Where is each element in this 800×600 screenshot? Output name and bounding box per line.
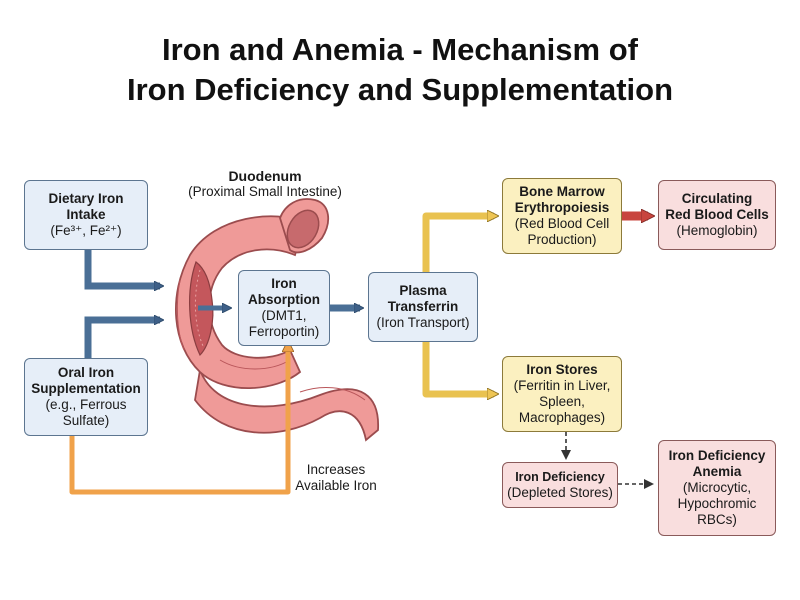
transferrin-title-2: Transferrin bbox=[387, 299, 459, 314]
diagram-title: Iron and Anemia - Mechanism of Iron Defi… bbox=[0, 30, 800, 110]
bone-marrow-erythropoiesis-box: Bone Marrow Erythropoiesis (Red Blood Ce… bbox=[502, 178, 622, 254]
absorption-title-2: Absorption bbox=[248, 292, 320, 307]
duodenum-label: Duodenum (Proximal Small Intestine) bbox=[170, 168, 360, 200]
absorption-detail-2: Ferroportin) bbox=[248, 324, 320, 339]
iron-stores-box: Iron Stores (Ferritin in Liver, Spleen, … bbox=[502, 356, 622, 432]
iron-absorption-box: Iron Absorption (DMT1, Ferroportin) bbox=[238, 270, 330, 346]
anemia-title-1: Iron Deficiency bbox=[668, 448, 766, 463]
absorption-title-1: Iron bbox=[271, 276, 297, 291]
plasma-transferrin-box: Plasma Transferrin (Iron Transport) bbox=[368, 272, 478, 342]
oral-detail-1: (e.g., Ferrous bbox=[45, 397, 127, 412]
dietary-iron-intake-box: Dietary Iron Intake (Fe³⁺, Fe²⁺) bbox=[24, 180, 148, 250]
dietary-title-1: Dietary Iron bbox=[48, 191, 124, 206]
circulating-rbc-box: Circulating Red Blood Cells (Hemoglobin) bbox=[658, 180, 776, 250]
annotation-line-2: Available Iron bbox=[295, 478, 377, 493]
anemia-detail-3: RBCs) bbox=[697, 512, 737, 527]
bone-marrow-detail-1: (Red Blood Cell bbox=[514, 216, 610, 231]
oral-title-1: Oral Iron bbox=[57, 365, 115, 380]
stores-detail-3: Macrophages) bbox=[518, 410, 606, 425]
deficiency-title: Iron Deficiency bbox=[515, 470, 605, 484]
arrow-dietary-to-duodenum bbox=[84, 250, 160, 286]
title-line-1: Iron and Anemia - Mechanism of bbox=[162, 32, 638, 67]
dietary-title-2: Intake bbox=[66, 207, 106, 222]
annotation-line-1: Increases bbox=[306, 462, 366, 477]
transferrin-title-1: Plasma bbox=[399, 283, 447, 298]
arrow-supplement-increases-iron bbox=[69, 346, 288, 495]
arrow-transferrin-to-stores bbox=[422, 342, 494, 394]
oral-iron-supplementation-box: Oral Iron Supplementation (e.g., Ferrous… bbox=[24, 358, 148, 436]
iron-deficiency-anemia-box: Iron Deficiency Anemia (Microcytic, Hypo… bbox=[658, 440, 776, 536]
anemia-title-2: Anemia bbox=[692, 464, 742, 479]
anemia-detail-2: Hypochromic bbox=[677, 496, 757, 511]
duodenum-title: Duodenum bbox=[228, 168, 302, 184]
bone-marrow-title-1: Bone Marrow bbox=[519, 184, 605, 199]
deficiency-detail: (Depleted Stores) bbox=[507, 485, 613, 500]
stores-detail-1: (Ferritin in Liver, bbox=[513, 378, 611, 393]
absorption-detail-1: (DMT1, bbox=[261, 308, 307, 323]
title-line-2: Iron Deficiency and Supplementation bbox=[126, 72, 674, 107]
rbc-title-2: Red Blood Cells bbox=[665, 207, 769, 222]
iron-deficiency-box: Iron Deficiency (Depleted Stores) bbox=[502, 462, 618, 508]
duodenum-subtitle: (Proximal Small Intestine) bbox=[188, 184, 342, 199]
oral-title-2: Supplementation bbox=[31, 381, 141, 396]
bone-marrow-title-2: Erythropoiesis bbox=[514, 200, 610, 215]
stores-title: Iron Stores bbox=[526, 362, 598, 377]
anemia-detail-1: (Microcytic, bbox=[682, 480, 752, 495]
bone-marrow-detail-2: Production) bbox=[527, 232, 597, 247]
arrow-transferrin-to-bone-marrow bbox=[422, 216, 494, 272]
increases-available-iron-label: Increases Available Iron bbox=[276, 462, 396, 494]
rbc-title-1: Circulating bbox=[681, 191, 753, 206]
stores-detail-2: Spleen, bbox=[539, 394, 585, 409]
dietary-detail: (Fe³⁺, Fe²⁺) bbox=[50, 223, 122, 238]
transferrin-detail: (Iron Transport) bbox=[376, 315, 470, 330]
oral-detail-2: Sulfate) bbox=[62, 413, 110, 428]
rbc-detail: (Hemoglobin) bbox=[676, 223, 758, 238]
arrow-oral-to-duodenum bbox=[84, 320, 160, 360]
